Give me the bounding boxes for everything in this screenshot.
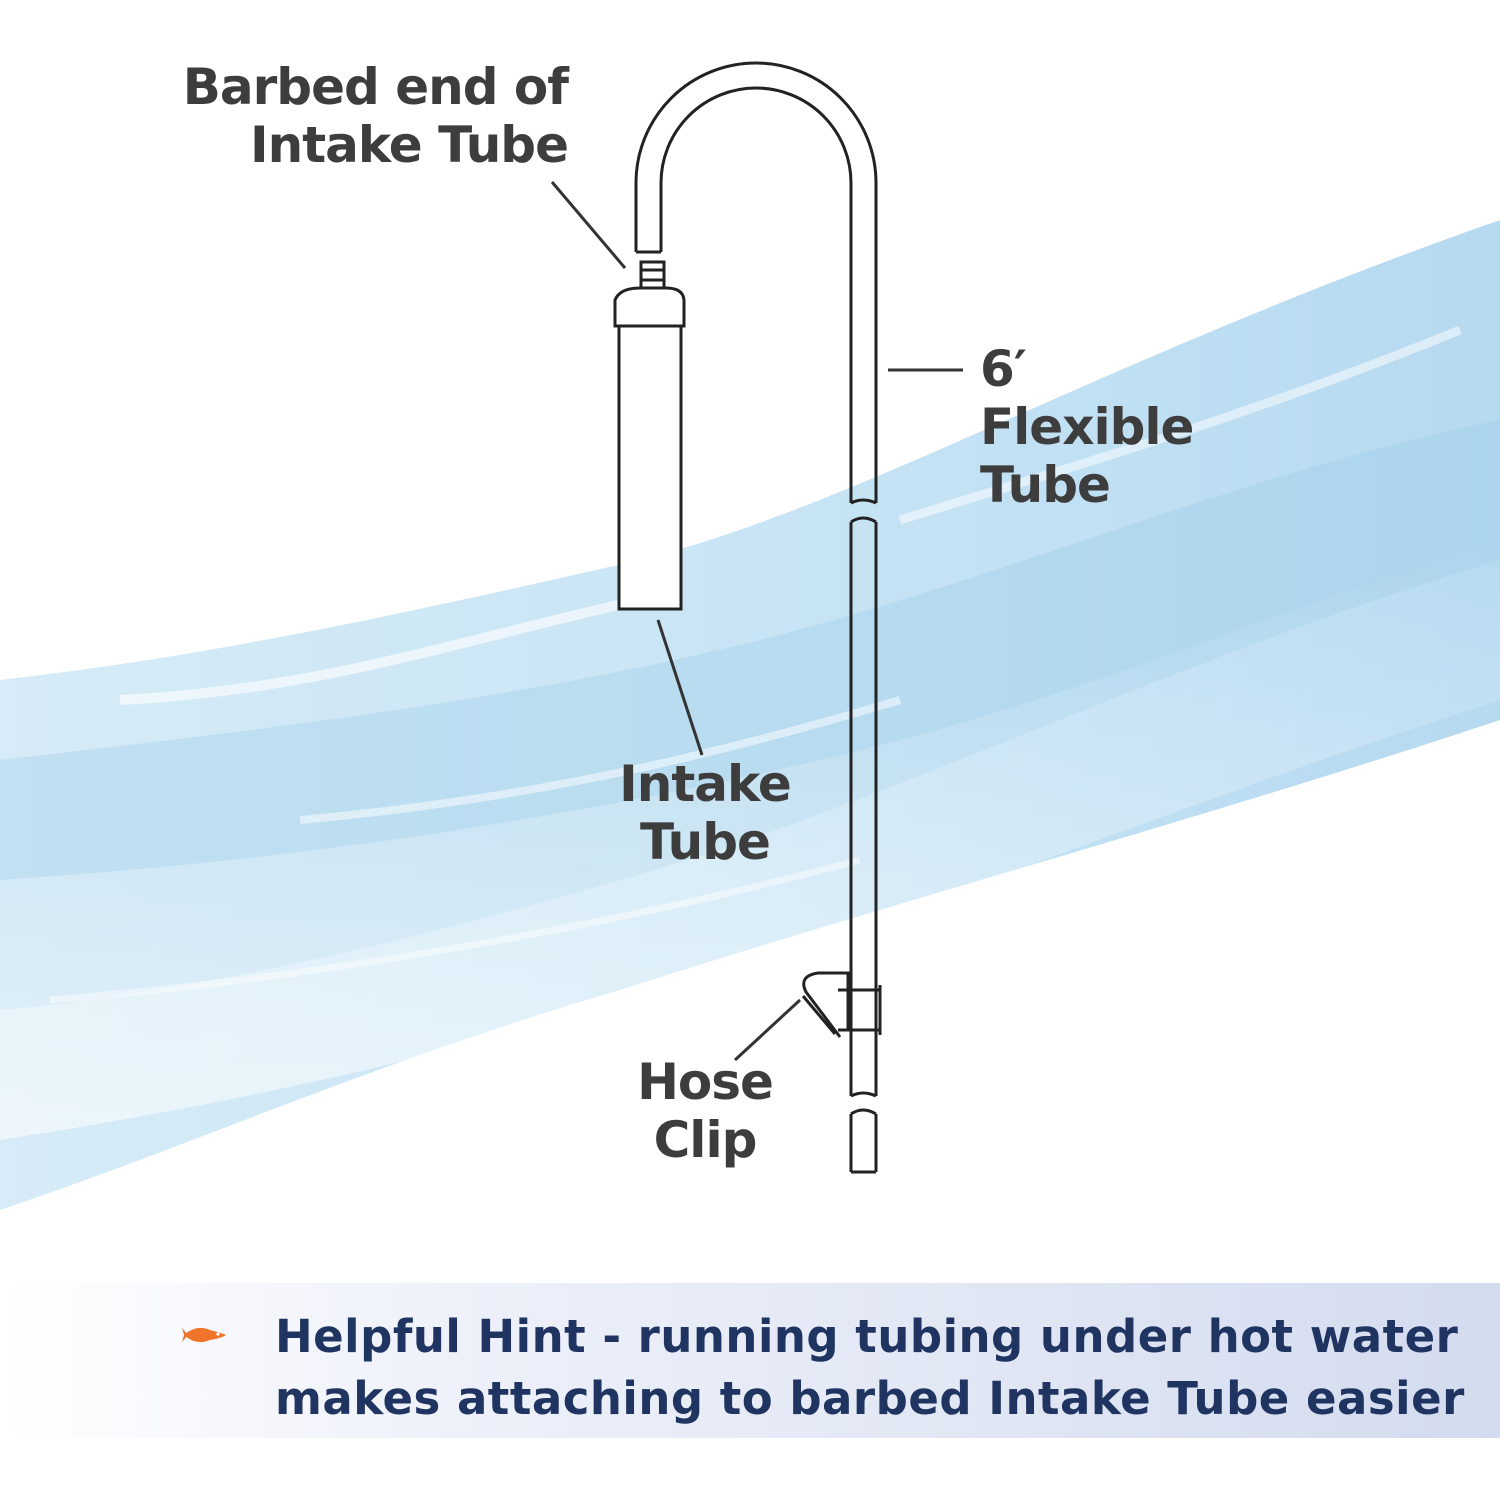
flexible-tube-label-line1: 6′	[980, 340, 1027, 398]
hose-clip	[801, 971, 882, 1038]
flexible-tube-label-line3: Tube	[980, 456, 1111, 514]
intake-tube-label-line1: Intake	[619, 755, 792, 813]
barbed-end-label: Barbed end of Intake Tube	[160, 58, 569, 174]
hose-clip-label: Hose Clip	[610, 1053, 800, 1169]
flexible-tube-label: 6′ Flexible Tube	[980, 340, 1194, 514]
intake-tube	[613, 260, 686, 611]
hint-line1: Helpful Hint - running tubing under hot …	[275, 1310, 1459, 1363]
flexible-tube-label-line2: Flexible	[980, 398, 1194, 456]
hose-clip-label-line2: Clip	[653, 1111, 758, 1169]
flexible-tube	[634, 61, 878, 1174]
hint-banner	[0, 1283, 1500, 1438]
water-wave	[0, 220, 1500, 1210]
helpful-hint-text: Helpful Hint - running tubing under hot …	[275, 1306, 1475, 1430]
leader-lines	[550, 181, 963, 1062]
goldfish-icon	[182, 1327, 226, 1343]
hose-clip-label-line1: Hose	[637, 1053, 774, 1111]
hint-line2: makes attaching to barbed Intake Tube ea…	[275, 1372, 1465, 1425]
barbed-end-label-line2: Intake Tube	[250, 116, 569, 174]
intake-tube-label: Intake Tube	[600, 755, 810, 871]
intake-tube-label-line2: Tube	[640, 813, 771, 871]
barbed-end-label-line1: Barbed end of	[182, 58, 569, 116]
